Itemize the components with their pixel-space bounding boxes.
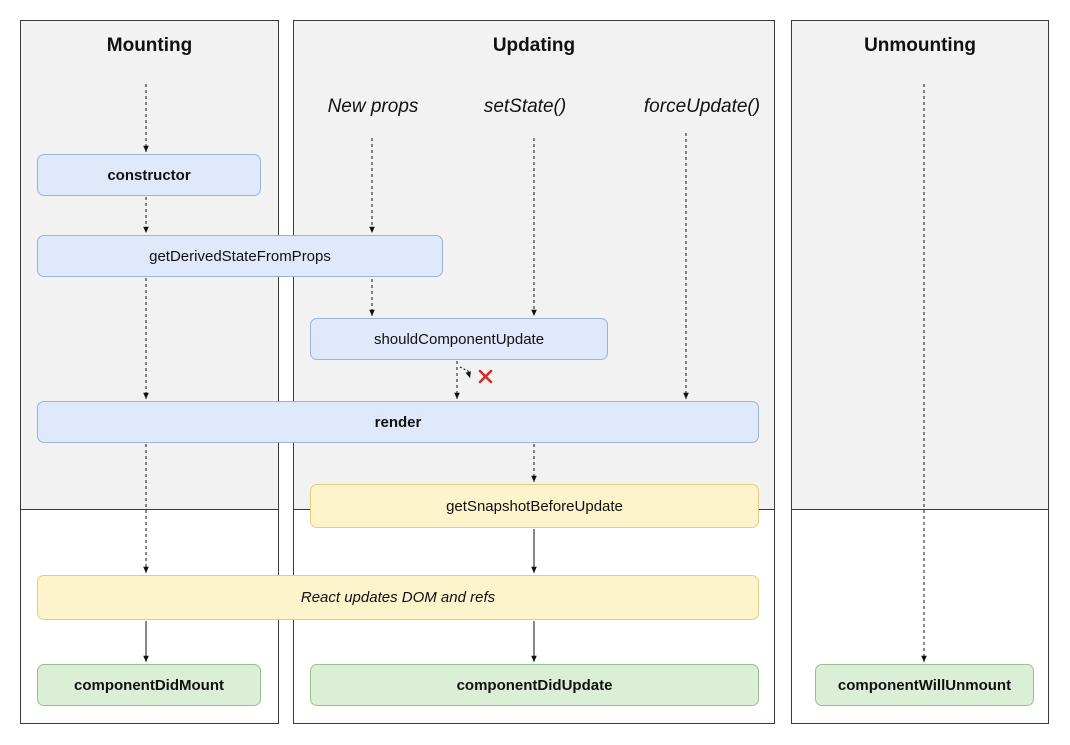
get-snapshot-box: getSnapshotBeforeUpdate xyxy=(310,484,759,528)
get-derived-state-box: getDerivedStateFromProps xyxy=(37,235,443,277)
unmounting-heading: Unmounting xyxy=(864,35,976,56)
trigger-new-props: New props xyxy=(327,96,419,117)
mounting-heading: Mounting xyxy=(106,35,193,56)
cancel-x-icon xyxy=(478,369,493,384)
render-box: render xyxy=(37,401,759,443)
unmounting-render-phase xyxy=(792,21,1048,510)
did-update-box: componentDidUpdate xyxy=(310,664,759,706)
arrow-should-update-cancel xyxy=(459,366,471,379)
trigger-force-update: forceUpdate() xyxy=(643,96,761,117)
updating-heading: Updating xyxy=(492,35,576,56)
should-update-box: shouldComponentUpdate xyxy=(310,318,608,360)
trigger-set-state: setState() xyxy=(483,96,567,117)
did-mount-box: componentDidMount xyxy=(37,664,261,706)
unmounting-column xyxy=(791,20,1049,724)
constructor-box: constructor xyxy=(37,154,261,196)
will-unmount-box: componentWillUnmount xyxy=(815,664,1034,706)
react-updates-box: React updates DOM and refs xyxy=(37,575,759,620)
